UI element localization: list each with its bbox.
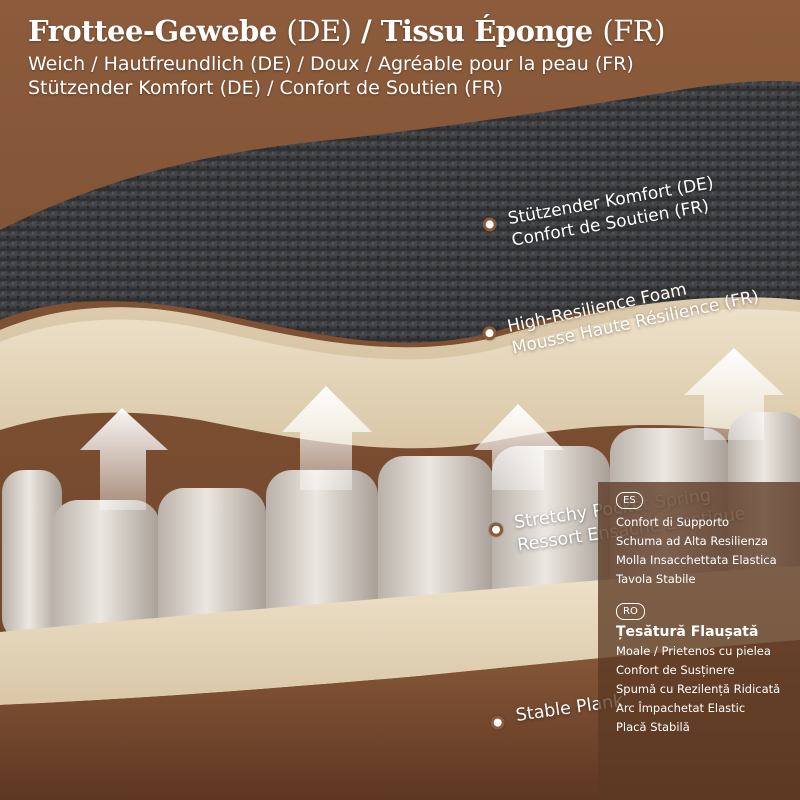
language-line: Molla Insacchettata Elastica	[616, 553, 777, 567]
language-badge: RO	[616, 603, 645, 620]
spring-coil	[266, 470, 378, 640]
subtitle-line-1: Weich / Hautfreundlich (DE) / Doux / Agr…	[28, 53, 634, 75]
language-line: Placă Stabilă	[616, 720, 690, 734]
spring-coil	[2, 470, 62, 640]
up-arrow-icon	[684, 348, 784, 440]
spring-coil	[378, 456, 494, 636]
up-arrow-icon	[80, 408, 168, 510]
language-line: Spumă cu Rezilență Ridicată	[616, 682, 781, 696]
title-de: Frottee-Gewebe	[28, 14, 277, 48]
support-arrows	[80, 348, 784, 510]
language-line: Confort di Supporto	[616, 515, 729, 529]
foam-top-shading	[0, 297, 800, 360]
language-panel: ES Confort di Supporto Schuma ad Alta Re…	[598, 482, 800, 800]
language-badge: ES	[616, 492, 643, 509]
language-heading: Țesătură Flaușată	[616, 624, 759, 640]
language-line: Arc Împachetat Elastic	[616, 701, 746, 715]
language-line: Tavola Stabile	[616, 572, 696, 586]
title-separator: /	[351, 14, 381, 48]
high-resilience-foam-layer	[0, 297, 800, 449]
page-title: Frottee-Gewebe (DE) / Tissu Éponge (FR)	[28, 14, 665, 48]
up-arrow-icon	[282, 386, 372, 490]
language-line: Schuma ad Alta Resilienza	[616, 534, 768, 548]
up-arrow-icon	[474, 404, 564, 490]
terry-fabric-layer	[0, 80, 800, 343]
spring-coil	[158, 488, 266, 648]
subtitle-line-2: Stützender Komfort (DE) / Confort de Sou…	[28, 77, 504, 99]
spring-coil	[52, 500, 160, 650]
language-block-es: ES Confort di Supporto Schuma ad Alta Re…	[616, 488, 800, 589]
title-de-tag: (DE)	[286, 14, 352, 48]
language-block-ro: RO Țesătură Flaușată Moale / Prietenos c…	[616, 599, 800, 737]
header: Frottee-Gewebe (DE) / Tissu Éponge (FR) …	[28, 14, 665, 99]
language-line: Confort de Susținere	[616, 663, 735, 677]
title-fr-tag: (FR)	[602, 14, 665, 48]
language-line: Moale / Prietenos cu pielea	[616, 644, 771, 658]
title-fr: Tissu Éponge	[380, 14, 593, 48]
